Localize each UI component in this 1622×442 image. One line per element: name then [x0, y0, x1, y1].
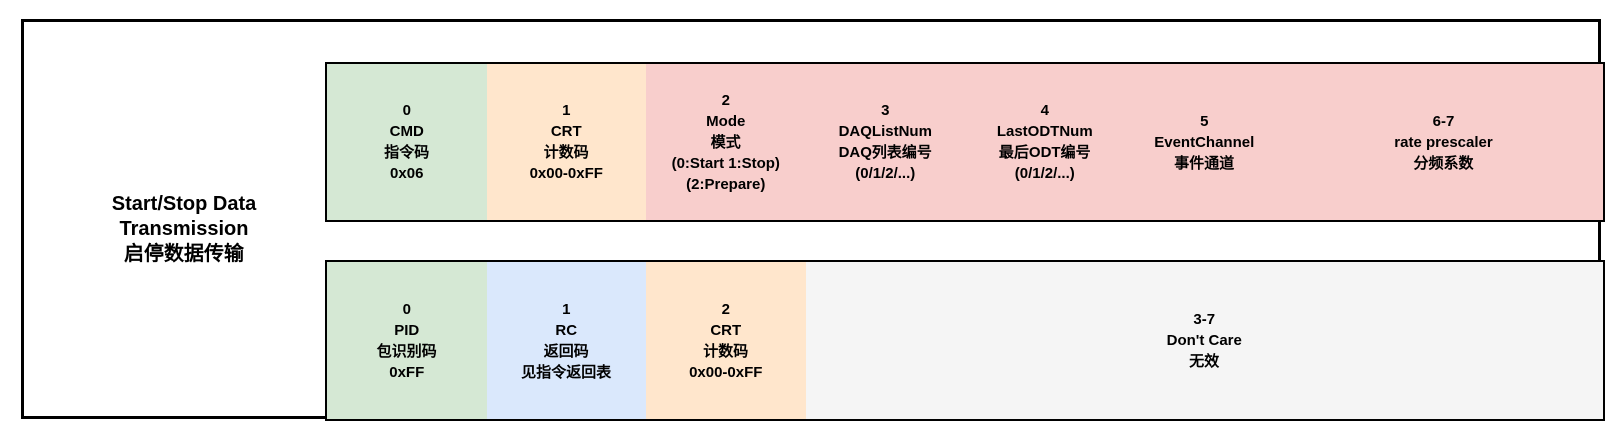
- request-byte3-daqlistnum-cell: 3 DAQListNum DAQ列表编号 (0/1/2/...): [805, 64, 965, 220]
- request-byte2-mode-cell: 2 Mode 模式 (0:Start 1:Stop) (2:Prepare): [646, 64, 806, 220]
- response-byte3-7-dontcare-cell: 3-7 Don't Care 无效: [805, 262, 1603, 419]
- request-byte5-eventchannel-cell: 5 EventChannel 事件通道: [1124, 64, 1284, 220]
- request-byte4-lastodtnum-cell: 4 LastODTNum 最后ODT编号 (0/1/2/...): [965, 64, 1125, 220]
- request-byte6-7-rate-prescaler-cell: 6-7 rate prescaler 分频系数: [1284, 64, 1603, 220]
- request-frame-row: 0 CMD 指令码 0x06 1 CRT 计数码 0x00-0xFF 2 Mod…: [325, 62, 1605, 222]
- transmission-label: Start/Stop Data Transmission 启停数据传输: [111, 193, 257, 265]
- request-byte0-cmd-cell: 0 CMD 指令码 0x06: [327, 64, 487, 220]
- request-byte1-crt-cell: 1 CRT 计数码 0x00-0xFF: [486, 64, 646, 220]
- outer-frame: Start/Stop Data Transmission 启停数据传输 0 CM…: [21, 19, 1605, 421]
- response-byte0-pid-cell: 0 PID 包识别码 0xFF: [327, 262, 487, 419]
- response-frame-row: 0 PID 包识别码 0xFF 1 RC 返回码 见指令返回表 2 CRT 计数…: [325, 260, 1605, 421]
- response-byte1-rc-cell: 1 RC 返回码 见指令返回表: [486, 262, 646, 419]
- response-byte2-crt-cell: 2 CRT 计数码 0x00-0xFF: [646, 262, 806, 419]
